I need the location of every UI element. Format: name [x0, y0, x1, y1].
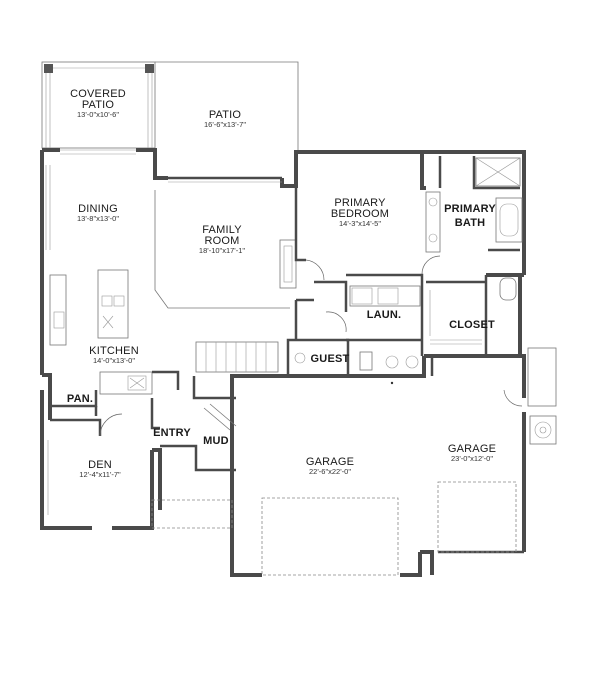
front-area — [47, 341, 279, 529]
sink-icon — [101, 295, 113, 307]
exterior-walls — [40, 148, 526, 577]
primary-suite — [286, 156, 523, 378]
primary-bath-label-1: PRIMARY — [444, 203, 496, 215]
bathtub — [495, 197, 523, 243]
den-label: DEN — [88, 459, 112, 471]
patio-post — [44, 64, 53, 73]
dining-dims: 13'-8"x13'-0" — [77, 214, 119, 223]
patio-post — [145, 64, 154, 73]
laundry-counter — [349, 285, 421, 307]
kitchen-counter — [49, 274, 67, 346]
toilet — [499, 277, 517, 301]
patio-dims: 16'-6"x13'-7" — [204, 120, 246, 129]
garage-side-label: GARAGE — [448, 443, 496, 455]
pantry-label: PAN. — [67, 393, 93, 405]
garage-main-dims: 22'-6"x22'-0" — [309, 467, 351, 476]
guest-bath — [286, 338, 350, 378]
entry-label: ENTRY — [153, 427, 191, 439]
garage-door-side — [437, 481, 517, 553]
primary-bath-label-2: BATH — [455, 217, 486, 229]
covered-patio-label-2: PATIO — [82, 99, 115, 111]
primary-bedroom-label-2: BEDROOM — [331, 208, 389, 220]
garage-main-label: GARAGE — [306, 456, 354, 468]
laundry-label: LAUN. — [367, 309, 402, 321]
dining-label: DINING — [78, 203, 118, 215]
patio-area — [41, 61, 299, 152]
den-dims: 12'-4"x11'-7" — [79, 470, 121, 479]
staircase — [195, 341, 279, 373]
water-heater — [359, 351, 373, 371]
kitchen-counter — [99, 371, 153, 395]
kitchen-dims: 14'-0"x13'-0" — [93, 356, 135, 365]
family-room-label-2: ROOM — [204, 235, 239, 247]
guest-label: GUEST — [311, 353, 350, 365]
kitchen-label: KITCHEN — [89, 345, 139, 357]
family-room-label-1: FAMILY — [202, 224, 242, 236]
front-porch — [151, 499, 233, 529]
garage-door-main — [261, 497, 399, 576]
garage-side-dims: 23'-0"x12'-0" — [451, 454, 493, 463]
fireplace — [279, 239, 297, 289]
primary-bedroom-label-1: PRIMARY — [334, 197, 386, 209]
primary-bedroom-dims: 14'-3"x14'-5" — [339, 219, 381, 228]
family-room-dims: 18'-10"x17'-1" — [199, 246, 245, 255]
living-area — [45, 149, 297, 395]
covered-patio-label-1: COVERED — [70, 88, 126, 100]
room-labels: COVERED PATIO 13'-0"x10'-6" PATIO 16'-6"… — [67, 88, 496, 479]
ac-unit — [529, 415, 557, 445]
kitchen-island — [97, 269, 129, 339]
range-icon — [53, 311, 65, 329]
covered-patio-dims: 13'-0"x10'-6" — [77, 110, 119, 119]
closet-label: CLOSET — [449, 319, 495, 331]
garage-area — [261, 347, 557, 576]
mud-label: MUD — [203, 435, 229, 447]
vanity — [425, 191, 441, 253]
patio-label: PATIO — [209, 109, 242, 121]
